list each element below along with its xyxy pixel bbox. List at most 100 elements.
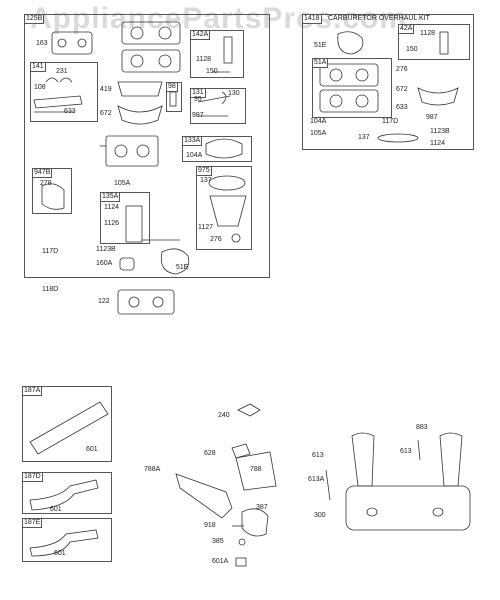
part-label-160A[interactable]: 160A bbox=[96, 260, 113, 267]
kit-label-1124[interactable]: 1124 bbox=[430, 140, 446, 147]
linkage-131-art bbox=[197, 91, 231, 105]
group-125B-box bbox=[24, 14, 270, 278]
kit-label-633[interactable]: 633 bbox=[396, 104, 408, 111]
part-label-51E[interactable]: 51E bbox=[176, 264, 189, 271]
part-label-987[interactable]: 987 bbox=[192, 112, 204, 119]
bracket-788A-art bbox=[175, 473, 233, 519]
part-label-130[interactable]: 130 bbox=[228, 90, 240, 97]
part-label-788A[interactable]: 788A bbox=[144, 466, 161, 473]
part-387-art bbox=[241, 508, 269, 537]
kit-label-51E[interactable]: 51E bbox=[314, 42, 327, 49]
kit-label-672[interactable]: 672 bbox=[396, 86, 408, 93]
kit-label-1128[interactable]: 1128 bbox=[420, 30, 436, 37]
gasket-51E-art bbox=[160, 248, 190, 275]
exhaust-pipe-187D-art bbox=[29, 479, 99, 511]
group-135A-tag: 135A bbox=[100, 192, 121, 202]
kit-gasket-bottom-art bbox=[319, 89, 379, 113]
group-133A-box bbox=[182, 136, 252, 162]
part-135A-art bbox=[125, 205, 143, 243]
part-label-601-187E[interactable]: 601 bbox=[54, 550, 66, 557]
oring-137-art bbox=[208, 175, 246, 191]
part-label-105A[interactable]: 105A bbox=[114, 180, 131, 187]
watermark: AppliancePartsPros.com bbox=[30, 2, 408, 35]
kit-label-1123B[interactable]: 1123B bbox=[430, 128, 450, 135]
group-187D-tag: 187D bbox=[22, 472, 43, 482]
kit-42A-tag: 42A bbox=[398, 24, 415, 34]
part-label-118D[interactable]: 118D bbox=[42, 286, 59, 293]
group-133A-tag: 133A bbox=[182, 136, 203, 146]
part-label-628[interactable]: 628 bbox=[204, 450, 216, 457]
kit-label-276[interactable]: 276 bbox=[396, 66, 408, 73]
part-label-601-187A[interactable]: 601 bbox=[86, 446, 98, 453]
part-label-108[interactable]: 108 bbox=[34, 84, 46, 91]
part-label-278[interactable]: 278 bbox=[40, 180, 52, 187]
part-label-387[interactable]: 387 bbox=[256, 504, 268, 511]
part-label-613A[interactable]: 613A bbox=[308, 476, 325, 483]
gasket-163-art bbox=[51, 31, 93, 55]
part-label-150[interactable]: 150 bbox=[206, 68, 218, 75]
part-label-1127[interactable]: 1127 bbox=[198, 224, 214, 231]
part-label-117D[interactable]: 117D bbox=[42, 248, 59, 255]
part-label-1128[interactable]: 1128 bbox=[196, 56, 212, 63]
group-187A-box bbox=[22, 386, 112, 462]
kit-42A-box bbox=[398, 24, 470, 60]
spring-98-art bbox=[169, 91, 177, 107]
part-label-240[interactable]: 240 bbox=[218, 412, 230, 419]
group-187E-tag: 187E bbox=[22, 518, 43, 528]
kit-label-137[interactable]: 137 bbox=[358, 134, 370, 141]
group-131-tag: 131 bbox=[190, 88, 206, 98]
group-187E-box bbox=[22, 518, 112, 562]
part-label-918[interactable]: 918 bbox=[204, 522, 216, 529]
part-240-art bbox=[237, 403, 261, 417]
exhaust-pipe-187A-art bbox=[29, 401, 109, 455]
part-label-163[interactable]: 163 bbox=[36, 40, 48, 47]
part-947B-art bbox=[41, 183, 65, 210]
group-142A-tag: 142A bbox=[190, 30, 211, 40]
kit-label-150[interactable]: 150 bbox=[406, 46, 418, 53]
part-label-385[interactable]: 385 bbox=[212, 538, 224, 545]
kit-label-987[interactable]: 987 bbox=[426, 114, 438, 121]
group-975-tag: 975 bbox=[196, 166, 212, 176]
group-141-box bbox=[30, 62, 98, 122]
part-label-1126[interactable]: 1126 bbox=[104, 220, 120, 227]
part-label-276[interactable]: 276 bbox=[210, 236, 222, 243]
kit-label-104A[interactable]: 104A bbox=[310, 118, 327, 125]
bracket-1128-art bbox=[223, 36, 233, 64]
part-label-137[interactable]: 137 bbox=[200, 177, 212, 184]
part-label-633[interactable]: 633 bbox=[64, 108, 76, 115]
kit-gasket-top-art bbox=[319, 63, 379, 87]
group-947B-tag: 947B bbox=[32, 168, 53, 178]
group-98-tag: 98 bbox=[166, 82, 178, 92]
part-label-613-right[interactable]: 613 bbox=[400, 448, 412, 455]
nut-601A-art bbox=[235, 557, 247, 567]
part-label-122[interactable]: 122 bbox=[98, 298, 110, 305]
part-label-613-left[interactable]: 613 bbox=[312, 452, 324, 459]
part-label-1124[interactable]: 1124 bbox=[104, 204, 120, 211]
group-141-tag: 141 bbox=[30, 62, 46, 72]
kit-gasket-51E-art bbox=[337, 31, 364, 55]
kit-number-tag: 1418 bbox=[302, 14, 322, 24]
part-label-788[interactable]: 788 bbox=[250, 466, 262, 473]
shield-788-art bbox=[235, 451, 277, 491]
part-label-1123B[interactable]: 1123B bbox=[96, 246, 116, 253]
part-label-672[interactable]: 672 bbox=[100, 110, 112, 117]
group-187A-tag: 187A bbox=[22, 386, 43, 396]
group-135A-box bbox=[100, 192, 150, 244]
breather-assembly-art bbox=[33, 95, 83, 109]
part-label-95[interactable]: 95 bbox=[194, 96, 202, 103]
part-label-419[interactable]: 419 bbox=[100, 86, 112, 93]
part-label-104A[interactable]: 104A bbox=[186, 152, 203, 159]
part-label-601-187D[interactable]: 601 bbox=[50, 506, 62, 513]
part-label-300[interactable]: 300 bbox=[314, 512, 326, 519]
part-label-883[interactable]: 883 bbox=[416, 424, 428, 431]
exhaust-pipe-187E-art bbox=[29, 529, 99, 557]
group-142A-box bbox=[190, 30, 244, 78]
part-label-231[interactable]: 231 bbox=[56, 68, 68, 75]
part-419-art bbox=[117, 81, 163, 97]
group-125B-tag: 125B bbox=[24, 14, 45, 24]
kit-label-105A[interactable]: 105A bbox=[310, 130, 327, 137]
part-label-601A[interactable]: 601A bbox=[212, 558, 229, 565]
kit-label-117D[interactable]: 117D bbox=[382, 118, 399, 125]
